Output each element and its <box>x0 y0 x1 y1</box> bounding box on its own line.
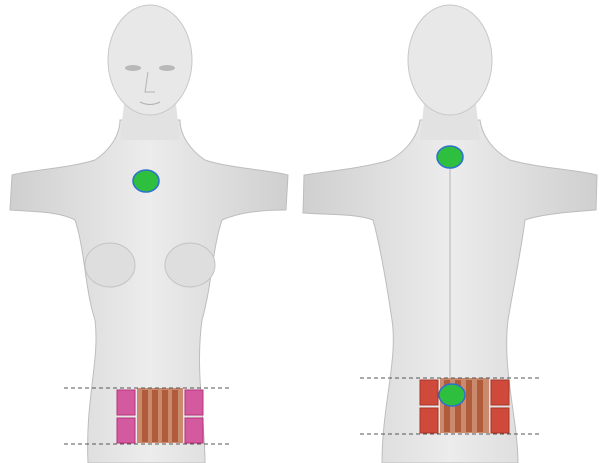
front-head <box>108 5 192 115</box>
front-neck-marker <box>133 170 159 192</box>
back-head <box>408 5 492 115</box>
left-eye-shape <box>125 65 141 71</box>
back-lower-marker <box>439 384 465 406</box>
front-view-panel <box>0 0 300 463</box>
back-view-panel <box>300 0 600 463</box>
left-breast-shape <box>85 243 135 287</box>
back-body-figure <box>300 0 600 463</box>
right-breast-shape <box>165 243 215 287</box>
front-body-figure <box>0 0 300 463</box>
right-eye-shape <box>159 65 175 71</box>
back-electrode-array <box>420 378 509 433</box>
front-electrode-array <box>117 388 203 443</box>
back-neck-marker <box>437 146 463 168</box>
